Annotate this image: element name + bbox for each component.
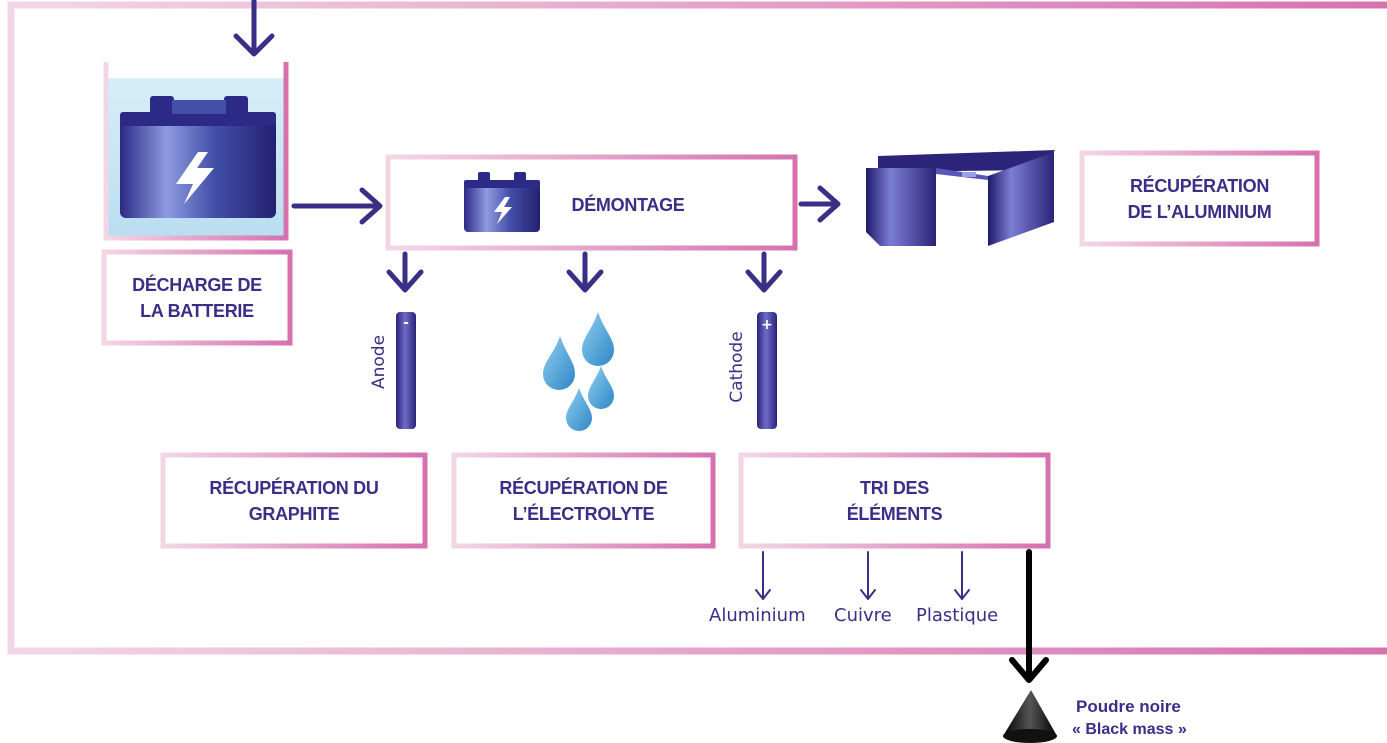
- arrow-plastic-output-icon: [954, 551, 970, 600]
- output-aluminium: Aluminium: [709, 605, 806, 626]
- anode-sign: -: [403, 315, 409, 331]
- arrow-to-dismantle-icon: [291, 187, 383, 225]
- arrow-copper-output-icon: [860, 551, 876, 600]
- black-mass-label-line1: Poudre noire: [1076, 697, 1181, 716]
- output-plastic: Plastique: [916, 605, 999, 626]
- discharge-box: [101, 249, 293, 346]
- sorting-box: [738, 452, 1051, 549]
- arrow-to-cathode-icon: [745, 251, 783, 293]
- electrolyte-recovery-box: [451, 452, 716, 549]
- sorting-label: TRI DES ÉLÉMENTS: [846, 477, 943, 524]
- graphite-recovery-box: [160, 452, 428, 549]
- black-mass-powder-icon: [1003, 690, 1057, 743]
- aluminium-recovery-label: RÉCUPÉRATION DE L’ALUMINIUM: [1127, 175, 1272, 222]
- arrow-to-anode-icon: [386, 251, 424, 293]
- arrow-to-electrolyte-icon: [566, 251, 604, 293]
- anode-rod-icon: [396, 312, 416, 429]
- cathode-rod-icon: [757, 312, 777, 429]
- discharge-battery-icon: [103, 62, 289, 241]
- cathode-sign: +: [761, 317, 773, 333]
- aluminium-recovery-box: [1079, 150, 1320, 247]
- electrolyte-recovery-label: RÉCUPÉRATION DE L’ÉLECTROLYTE: [499, 477, 668, 524]
- arrow-aluminium-output-icon: [755, 551, 771, 600]
- black-mass-label-line2: « Black mass »: [1072, 721, 1187, 738]
- discharge-label: DÉCHARGE DE LA BATTERIE: [132, 274, 262, 321]
- aluminium-foil-icon: [866, 150, 1055, 246]
- dismantle-battery-icon: [464, 172, 540, 232]
- outer-frame-rect: [7, 1, 1387, 655]
- input-arrow-icon: [233, 0, 275, 57]
- arrow-black-mass-icon: [1009, 549, 1049, 683]
- cathode-label: Cathode: [727, 331, 747, 403]
- outer-loop-frame: [7, 1, 1387, 655]
- anode-label: Anode: [369, 334, 389, 390]
- dismantle-box: [385, 154, 798, 251]
- electrolyte-drops-icon: [543, 312, 614, 431]
- output-copper: Cuivre: [834, 605, 892, 626]
- arrow-to-aluminium-icon: [798, 185, 841, 223]
- dismantle-label: DÉMONTAGE: [571, 195, 685, 215]
- graphite-recovery-label: RÉCUPÉRATION DU GRAPHITE: [209, 477, 379, 524]
